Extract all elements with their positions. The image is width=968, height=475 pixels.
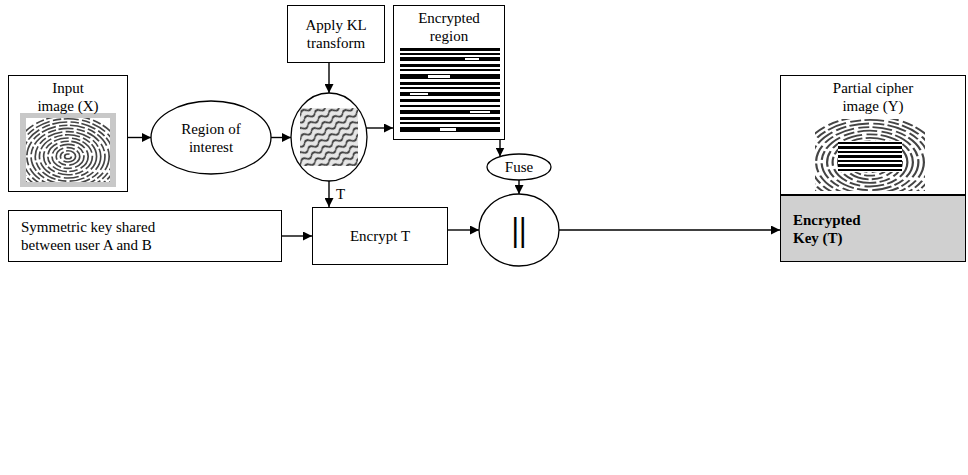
arrow-connector	[282, 235, 312, 236]
arrow-connector	[328, 63, 329, 93]
image-box: Input image (X)	[8, 75, 128, 192]
arrow-connector	[328, 181, 329, 207]
cipher-stripe	[400, 69, 500, 71]
cipher-speckle	[470, 111, 490, 113]
arrow-connector	[518, 180, 519, 194]
key-box: Symmetric key shared between user A and …	[8, 210, 282, 262]
image-box: Partial cipher image (Y)	[780, 75, 966, 195]
ellipse-outline	[291, 93, 367, 181]
cipher-stripe	[838, 169, 902, 171]
arrow-connector	[271, 137, 291, 138]
cipher-stripe	[400, 127, 500, 132]
process-box: Encrypt T	[312, 207, 448, 265]
cipher-stripe	[400, 110, 500, 114]
cipher-stripe	[838, 142, 902, 144]
arrow-connector	[366, 127, 393, 128]
arrow-connector	[448, 229, 479, 230]
node-label: Apply KL transform	[298, 16, 374, 52]
cipher-stripe	[400, 57, 500, 61]
node-label: Region of interest	[171, 120, 251, 156]
ellipse-outline	[151, 101, 271, 174]
node-label: Encrypt T	[350, 227, 410, 245]
node-label: ||	[512, 210, 527, 251]
cipher-stripe	[400, 92, 500, 96]
process-ellipse: Fuse	[486, 153, 552, 181]
transform-circle	[290, 92, 368, 182]
ellipse-outline	[290, 92, 368, 182]
cipher-speckle	[428, 75, 450, 78]
cipher-speckle	[410, 93, 428, 95]
process-box: Apply KL transform	[287, 5, 385, 63]
key-box: Encrypted Key (T)	[780, 195, 966, 262]
process-ellipse: Region of interest	[150, 100, 272, 175]
image-box: Encrypted region	[393, 5, 505, 140]
cipher-stripe	[400, 48, 500, 51]
cipher-stripe	[838, 146, 902, 149]
cipher-stripe	[838, 151, 902, 153]
fingerprint-crop	[300, 108, 358, 166]
ellipse-outline	[479, 194, 559, 266]
concat-circle: ||	[478, 193, 560, 267]
cipher-stripe	[400, 87, 500, 89]
cipher-stripe	[400, 117, 500, 120]
cipher-stripe	[400, 122, 500, 124]
node-label: Fuse	[505, 158, 533, 176]
cipher-speckle	[440, 128, 456, 131]
cipher-ground	[400, 46, 500, 134]
ellipse-outline	[487, 154, 551, 180]
cipher-stripe	[838, 164, 902, 167]
cipher-ground	[838, 141, 902, 172]
node-label: Encrypted region	[409, 9, 489, 45]
node-label: Symmetric key shared between user A and …	[21, 218, 191, 254]
node-label: Encrypted Key (T)	[793, 211, 883, 247]
edge-label: T	[334, 185, 347, 203]
node-label: Input image (X)	[35, 79, 101, 115]
cipher-stripe	[838, 160, 902, 162]
ellipse-outline	[150, 100, 272, 175]
node-label: Partial cipher image (Y)	[823, 79, 923, 115]
fingerprint-image	[14, 116, 122, 198]
arrow-connector	[559, 229, 780, 230]
cipher-stripe	[400, 74, 500, 79]
cipher-stripe	[838, 155, 902, 158]
arrow-connector	[128, 137, 151, 138]
cipher-speckle	[465, 58, 479, 60]
cipher-stripe	[400, 64, 500, 67]
cipher-stripe	[400, 53, 500, 55]
arrow-connector	[499, 140, 500, 157]
cipher-stripe	[400, 82, 500, 85]
cipher-stripe	[400, 99, 500, 102]
cipher-stripe	[400, 105, 500, 107]
